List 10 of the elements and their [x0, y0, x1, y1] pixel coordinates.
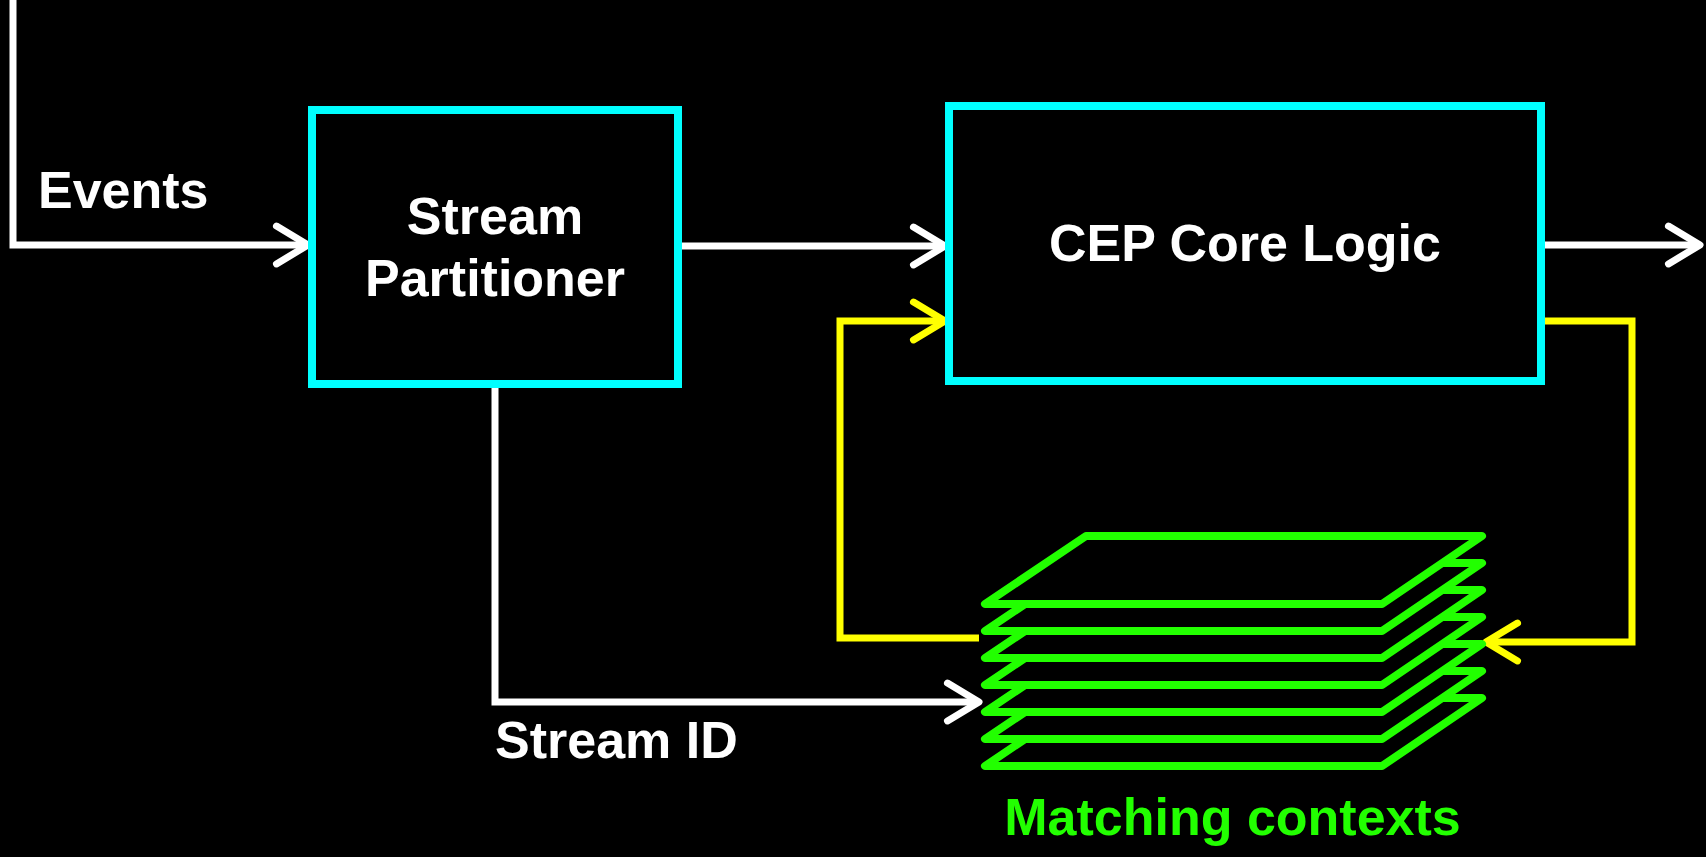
arrow	[1545, 222, 1704, 268]
box-label: Stream Partitioner	[363, 185, 627, 309]
edge-label: Stream ID	[495, 710, 738, 770]
stack-label: Matching contexts	[1003, 787, 1462, 847]
box-label: CEP Core Logic	[1049, 213, 1441, 275]
arrow	[491, 388, 983, 725]
process-box	[308, 106, 682, 388]
edge-label: Events	[38, 160, 209, 220]
arrow	[1482, 317, 1636, 665]
process-box	[945, 102, 1545, 385]
